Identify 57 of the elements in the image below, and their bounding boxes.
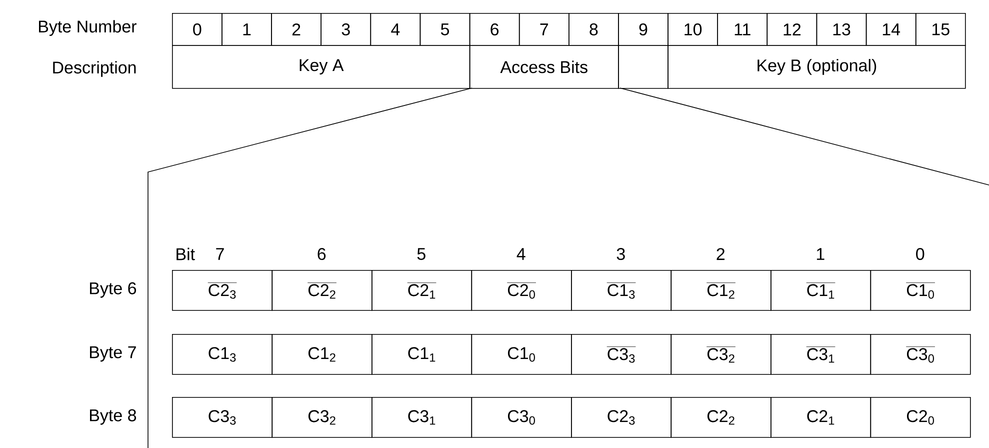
table-cell: 0: [172, 13, 222, 46]
column-header: 0: [916, 248, 924, 260]
table-cell: 13: [816, 13, 867, 46]
table-cell: 3: [320, 13, 372, 46]
column-header: 7: [216, 248, 224, 260]
table-cell: 1: [222, 13, 272, 46]
table-cell: $\overline{\mathrm{C2}_{\mathrm{0}}}$: [471, 270, 572, 311]
table-cell: $\overline{\mathrm{C2}_{\mathrm{3}}}$: [172, 270, 273, 311]
table-cell: 14: [866, 13, 916, 46]
column-header: 5: [417, 248, 426, 260]
row-label: Byte 6: [90, 282, 136, 298]
column-header: 1: [816, 248, 824, 260]
table-cell: $\mathrm{C2}_{\mathrm{2}}$: [670, 397, 772, 438]
table-cell: 9: [618, 13, 668, 46]
table-cell: 12: [766, 13, 818, 46]
table-cell: $\mathrm{C1}_{\mathrm{2}}$: [272, 334, 372, 375]
table-cell: 15: [915, 13, 966, 46]
table-cell: $\mathrm{C3}_{\mathrm{3}}$: [172, 397, 273, 438]
column-header: 6: [318, 248, 326, 260]
table-cell: 5: [420, 13, 470, 46]
column-header: 2: [716, 248, 724, 260]
row-label: Description: [53, 61, 136, 77]
table-cell: $\mathrm{C1}_{\mathrm{1}}$: [372, 334, 472, 375]
table-cell: $\overline{\mathrm{C1}_{\mathrm{2}}}$: [670, 270, 772, 311]
table-cell: $\mathrm{C2}_{\mathrm{0}}$: [870, 397, 971, 438]
table-cell: 11: [717, 13, 768, 46]
column-header: Bit: [176, 248, 195, 260]
table-cell: $\mathrm{C1}_{\mathrm{3}}$: [172, 334, 273, 375]
table-cell: 2: [271, 13, 322, 46]
row-label: Byte 7: [90, 346, 136, 362]
table-cell: $\overline{\mathrm{C3}_{\mathrm{1}}}$: [770, 334, 872, 375]
table-cell: $\mathrm{C2}_{\mathrm{1}}$: [770, 397, 872, 438]
column-header: 4: [516, 248, 526, 260]
column-header: 3: [616, 248, 625, 260]
table-cell: Key A: [172, 45, 470, 89]
table-cell: 6: [469, 13, 520, 46]
table-cell: $\mathrm{C3}_{\mathrm{2}}$: [272, 397, 372, 438]
table-cell: $\mathrm{C2}_{\mathrm{3}}$: [571, 397, 672, 438]
table-cell: $\overline{\mathrm{C3}_{\mathrm{2}}}$: [670, 334, 772, 375]
table-cell: $\overline{\mathrm{C3}_{\mathrm{0}}}$: [870, 334, 971, 375]
table-cell: 4: [370, 13, 421, 46]
table-cell: $\mathrm{C3}_{\mathrm{1}}$: [372, 397, 472, 438]
table-cell: $\mathrm{C3}_{\mathrm{0}}$: [471, 397, 572, 438]
table-cell: $\overline{\mathrm{C2}_{\mathrm{1}}}$: [372, 270, 472, 311]
table-cell: $\overline{\mathrm{C3}_{\mathrm{3}}}$: [571, 334, 672, 375]
row-label: Byte Number: [39, 20, 136, 36]
table-cell: 10: [668, 13, 718, 46]
table-cell: 8: [568, 13, 619, 46]
table-cell: $\overline{\mathrm{C1}_{\mathrm{1}}}$: [770, 270, 872, 311]
table-cell: 7: [518, 13, 570, 46]
table-cell: Access Bits: [469, 45, 619, 89]
table-cell: $\overline{\mathrm{C1}_{\mathrm{0}}}$: [870, 270, 971, 311]
table-cell: $\overline{\mathrm{C1}_{\mathrm{3}}}$: [571, 270, 672, 311]
table-cell: $\mathrm{C1}_{\mathrm{0}}$: [471, 334, 572, 375]
table-cell: Key B (optional): [668, 45, 966, 89]
row-label: Byte 8: [90, 409, 136, 425]
table-cell: $\overline{\mathrm{C2}_{\mathrm{2}}}$: [272, 270, 372, 311]
